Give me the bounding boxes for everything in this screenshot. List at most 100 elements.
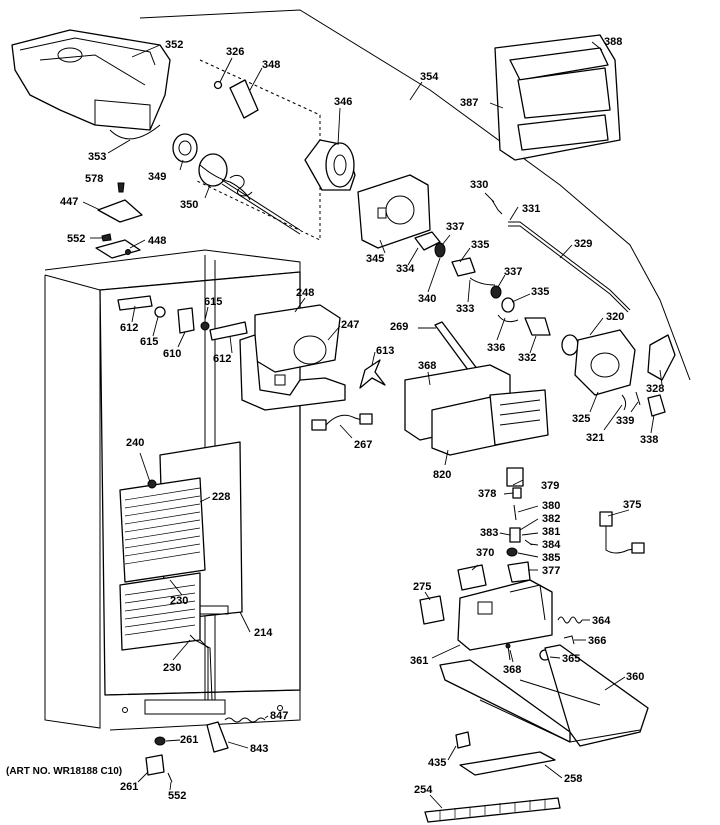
callout-382: 382 (542, 513, 560, 525)
callout-388: 388 (604, 36, 622, 48)
callout-240: 240 (126, 437, 144, 449)
callout-338: 338 (640, 434, 658, 446)
callout-261-lower: 261 (120, 781, 138, 793)
callout-610: 610 (163, 348, 181, 360)
drum-346 (304, 139, 356, 191)
icemaker-820 (404, 364, 549, 456)
callout-353: 353 (88, 151, 106, 163)
callout-339: 339 (616, 415, 634, 427)
callout-337-top: 337 (446, 221, 464, 233)
art-number: (ART NO. WR18188 C10) (6, 766, 122, 777)
callout-335-top: 335 (471, 239, 489, 251)
callout-334: 334 (396, 263, 415, 275)
harness-375 (599, 511, 645, 554)
callout-337-mid: 337 (504, 266, 522, 278)
callout-370: 370 (476, 547, 494, 559)
plate-275 (419, 595, 445, 625)
bracket-348 (213, 79, 259, 119)
harness-267 (311, 413, 373, 431)
callout-552-top: 552 (67, 233, 85, 245)
callout-325: 325 (572, 413, 590, 425)
callout-214: 214 (254, 627, 273, 639)
callout-350: 350 (180, 199, 198, 211)
callout-615-left: 615 (140, 336, 158, 348)
callout-345: 345 (366, 253, 384, 265)
callout-375: 375 (623, 499, 641, 511)
callout-612-right: 612 (213, 353, 231, 365)
callout-349: 349 (148, 171, 166, 183)
callout-354: 354 (420, 71, 439, 83)
callout-378: 378 (478, 488, 496, 500)
callout-368-top: 368 (418, 360, 436, 372)
callout-380: 380 (542, 500, 560, 512)
callout-348: 348 (262, 59, 280, 71)
ice-bucket-352 (11, 29, 171, 140)
mounting-plate-345 (357, 174, 431, 249)
callout-578: 578 (85, 173, 103, 185)
strip-258 (459, 751, 556, 776)
callout-248: 248 (296, 287, 314, 299)
small-hardware-right (621, 391, 666, 417)
callout-267: 267 (354, 439, 372, 451)
callout-330: 330 (470, 179, 488, 191)
fan-housing-247 (239, 304, 346, 411)
callout-379: 379 (541, 480, 559, 492)
callout-387: 387 (460, 97, 478, 109)
callout-361: 361 (410, 655, 428, 667)
callout-329: 329 (574, 238, 592, 250)
callout-336: 336 (487, 342, 505, 354)
callout-335-mid: 335 (531, 286, 549, 298)
bottom-hardware (145, 717, 266, 783)
callout-333: 333 (456, 303, 474, 315)
callout-228: 228 (212, 491, 230, 503)
leader-lines (82, 41, 663, 809)
callout-labels: 352 326 348 346 354 388 387 353 349 578 … (60, 36, 664, 802)
callout-320: 320 (606, 311, 624, 323)
rod-329 (491, 199, 631, 313)
callout-435: 435 (428, 757, 446, 769)
callout-326: 326 (226, 46, 244, 58)
motor-325 (561, 329, 676, 396)
part-435 (455, 731, 471, 749)
callout-275: 275 (413, 581, 431, 593)
callout-385: 385 (542, 552, 560, 564)
callout-847: 847 (270, 710, 288, 722)
callout-261-upper: 261 (180, 734, 198, 746)
callout-552-bottom: 552 (168, 790, 186, 802)
grille-254 (424, 797, 561, 823)
callout-258: 258 (564, 773, 582, 785)
callout-368-bottom: 368 (503, 664, 521, 676)
callout-230-upper: 230 (170, 595, 188, 607)
callout-377: 377 (542, 565, 560, 577)
callout-381: 381 (542, 526, 560, 538)
callout-254: 254 (414, 784, 433, 796)
auger-assembly-350 (172, 133, 301, 235)
callout-366: 366 (588, 635, 606, 647)
callout-843: 843 (250, 743, 268, 755)
housing-361 (457, 564, 553, 651)
callout-820: 820 (433, 469, 451, 481)
dispenser-cover-387 (494, 34, 621, 161)
callout-613: 613 (376, 345, 394, 357)
tube-269 (434, 321, 479, 375)
callout-230-lower: 230 (163, 662, 181, 674)
callout-340: 340 (418, 293, 436, 305)
callout-364: 364 (592, 615, 611, 627)
callout-328: 328 (646, 383, 664, 395)
callout-346: 346 (334, 96, 352, 108)
callout-365: 365 (562, 653, 580, 665)
callout-269: 269 (390, 321, 408, 333)
callout-332: 332 (518, 352, 536, 364)
liner-clips (117, 295, 248, 341)
fan-blade-613 (359, 359, 386, 389)
linkage-parts (414, 231, 551, 336)
callout-448: 448 (148, 235, 166, 247)
callout-383: 383 (480, 527, 498, 539)
callout-615-right: 615 (204, 296, 222, 308)
callout-384: 384 (542, 539, 561, 551)
callout-360: 360 (626, 671, 644, 683)
callout-612-left: 612 (120, 322, 138, 334)
callout-352: 352 (165, 39, 183, 51)
tray-360 (439, 644, 649, 747)
